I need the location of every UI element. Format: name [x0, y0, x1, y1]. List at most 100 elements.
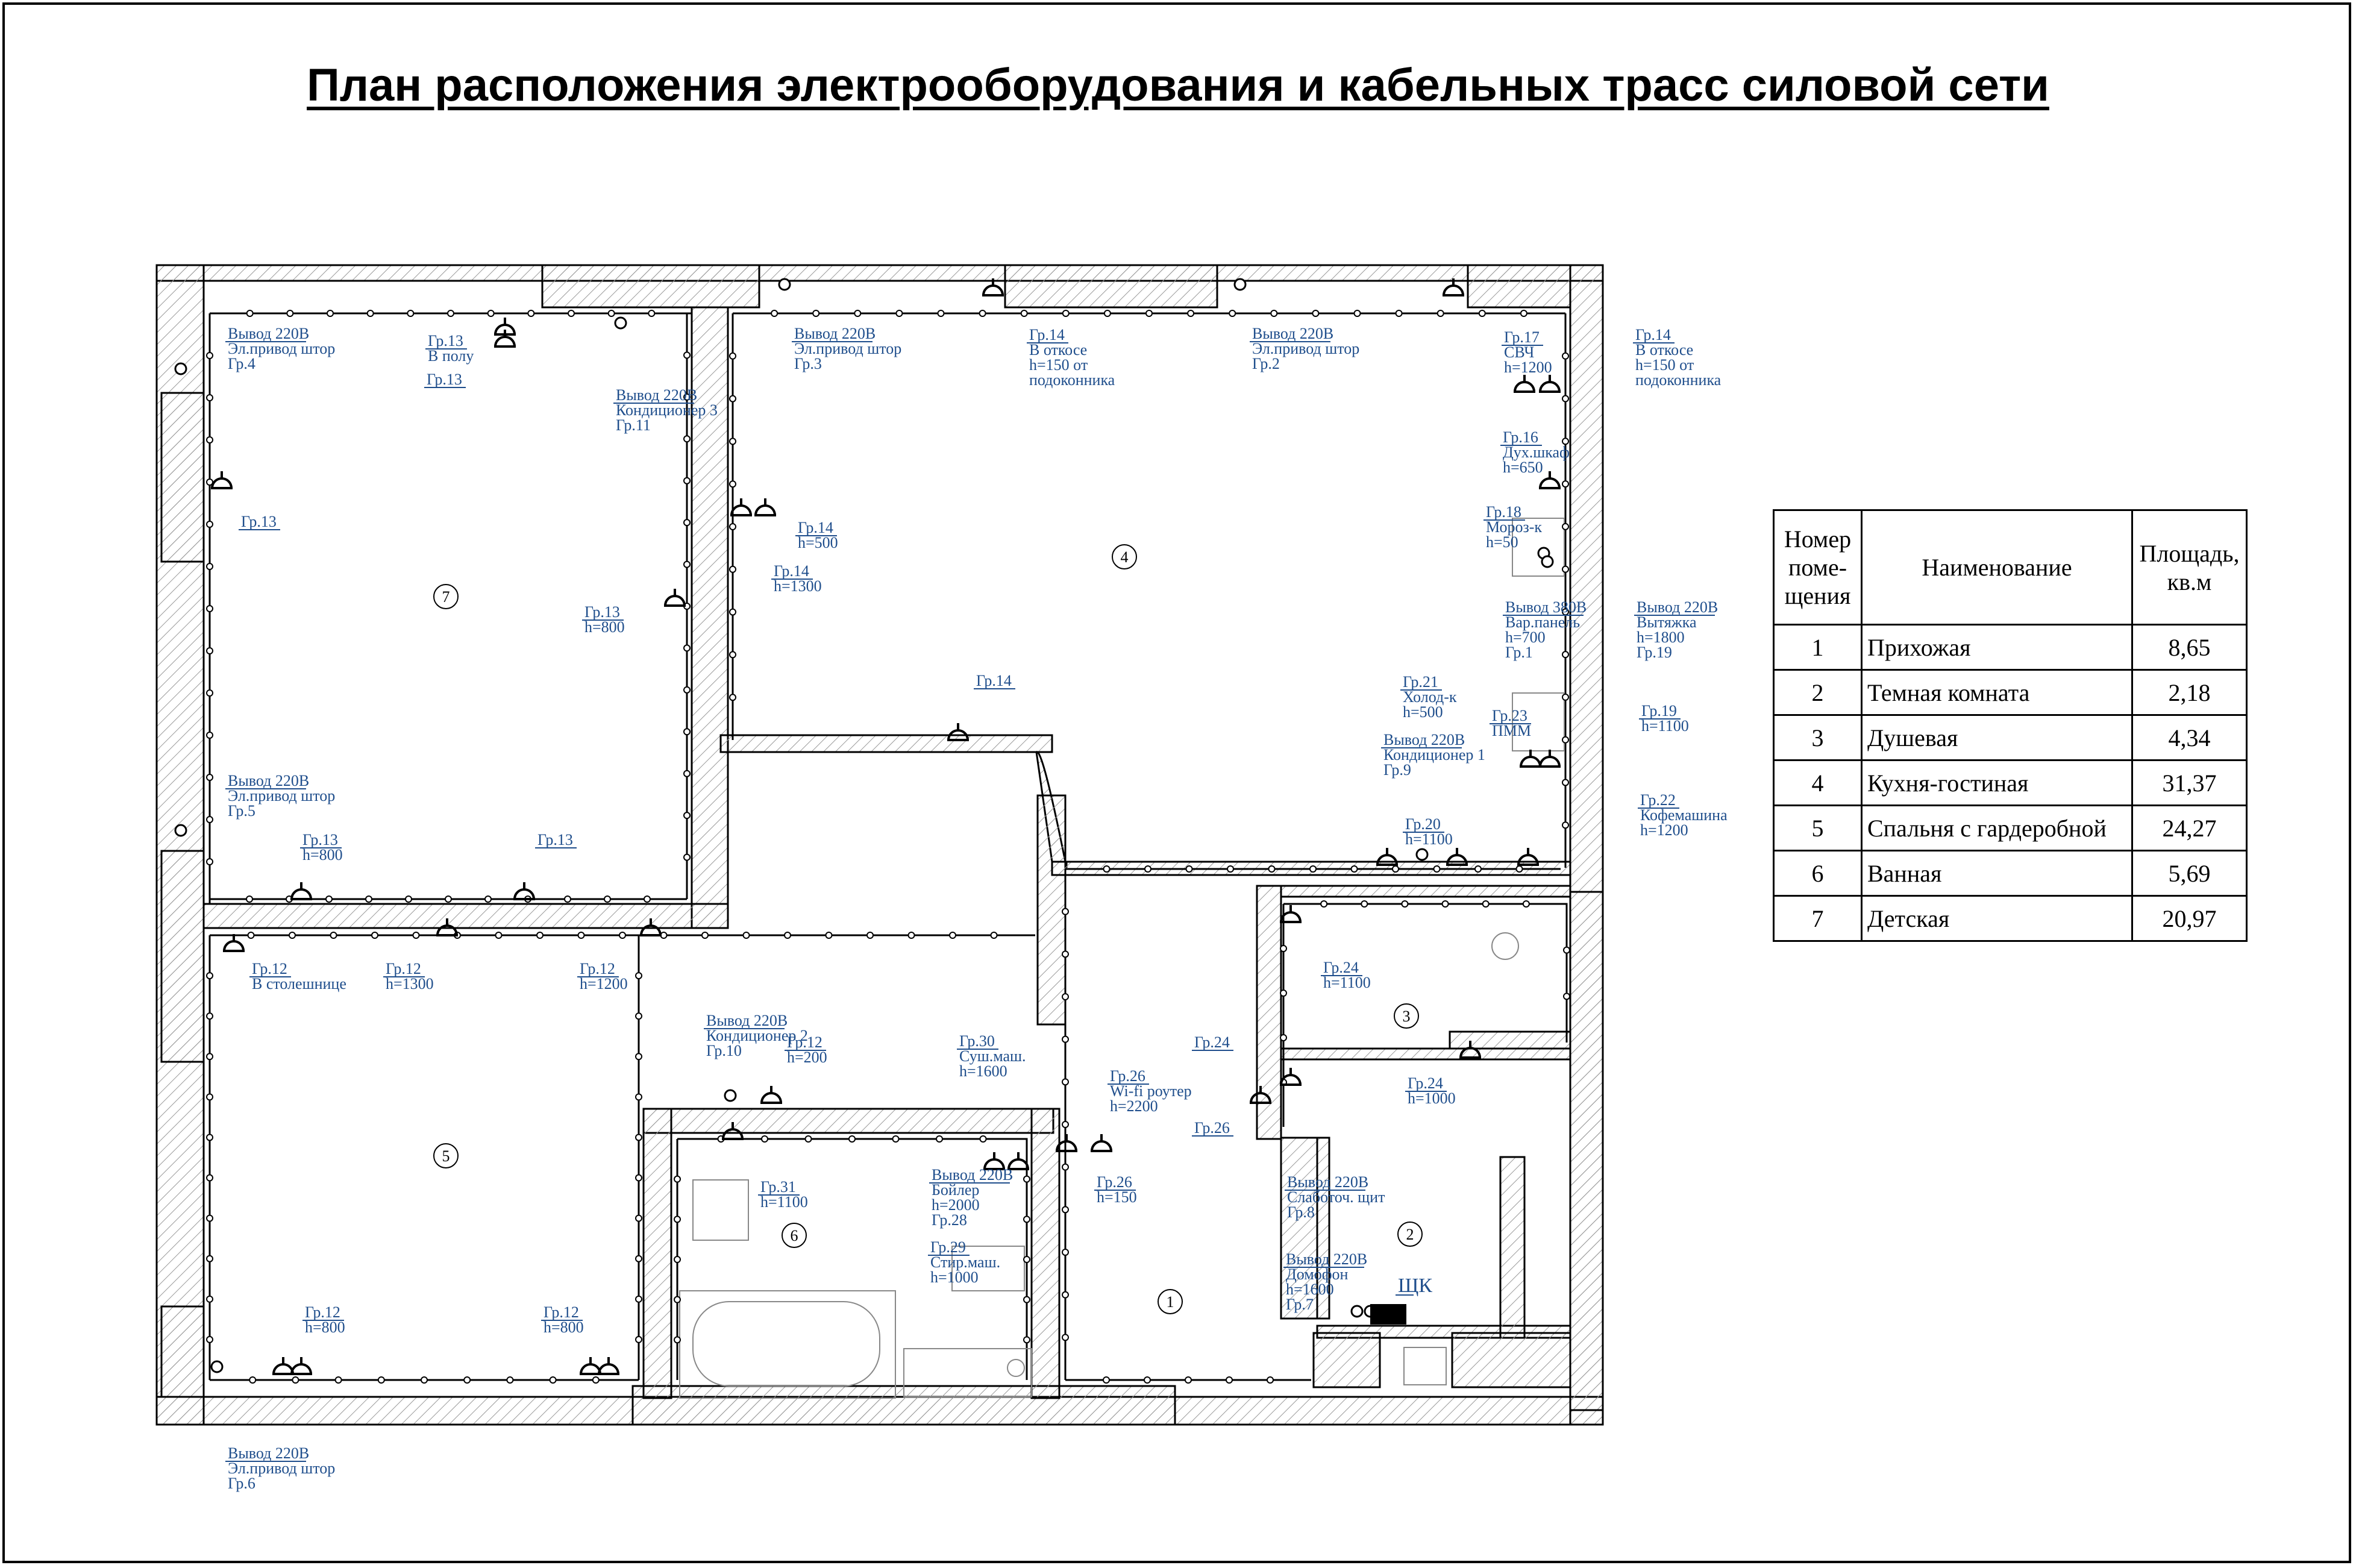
- svg-text:Кофемашина: Кофемашина: [1640, 806, 1728, 824]
- annotation-label: Гр.31h=1100: [758, 1178, 808, 1211]
- svg-text:ЩК: ЩК: [1398, 1275, 1432, 1297]
- cable-dot: [784, 932, 791, 939]
- cable-dot: [495, 932, 503, 939]
- cable-dot: [1320, 900, 1328, 908]
- cable-dot: [635, 1053, 642, 1061]
- svg-text:Стир.маш.: Стир.маш.: [930, 1253, 1000, 1271]
- room-name: Душевая: [1861, 714, 2133, 761]
- cable-dot: [1562, 736, 1569, 744]
- cable-dot: [683, 770, 691, 777]
- svg-text:h=2200: h=2200: [1110, 1097, 1158, 1115]
- room-area: 4,34: [2131, 714, 2248, 761]
- cable-dot: [979, 310, 986, 317]
- cable-dot: [1309, 865, 1317, 873]
- cable-dot: [1312, 310, 1320, 317]
- cable-dot: [1062, 310, 1070, 317]
- socket-icon: [513, 882, 535, 900]
- cable-dot: [761, 1135, 768, 1143]
- cable-dot: [327, 310, 334, 317]
- svg-text:h=800: h=800: [584, 618, 625, 636]
- cable-dot: [1268, 865, 1276, 873]
- cable-dot: [1392, 865, 1399, 873]
- cable-dot: [1441, 900, 1449, 908]
- cable-dot: [365, 895, 372, 903]
- cable-dot: [848, 1135, 856, 1143]
- svg-text:Гр.12: Гр.12: [305, 1303, 340, 1321]
- svg-text:Гр.12: Гр.12: [580, 960, 615, 977]
- svg-text:Гр.8: Гр.8: [1287, 1203, 1315, 1221]
- svg-text:Гр.3: Гр.3: [794, 355, 822, 372]
- socket-icon: [436, 918, 458, 936]
- annotation-label: Гр.13: [239, 513, 280, 530]
- annotation-label: Гр.12h=200: [785, 1033, 827, 1066]
- cable-dot: [536, 932, 544, 939]
- annotation-label: Гр.26: [1192, 1119, 1233, 1137]
- svg-text:Вывод 220В: Вывод 220В: [228, 772, 309, 789]
- cable-dot: [206, 1295, 213, 1303]
- annotation-label: Гр.12h=800: [302, 1303, 345, 1336]
- socket-icon: [947, 723, 969, 741]
- cable-dot: [1144, 1376, 1151, 1384]
- cable-dot: [1226, 1376, 1233, 1384]
- cable-dot: [1062, 1163, 1069, 1171]
- annotation-label: Гр.24h=1100: [1321, 959, 1371, 991]
- svg-text:Вывод 220В: Вывод 220В: [616, 386, 697, 404]
- svg-text:Мороз-к: Мороз-к: [1486, 518, 1542, 536]
- svg-text:Гр.21: Гр.21: [1403, 673, 1438, 691]
- cable-dot: [701, 932, 709, 939]
- terminal-icon: [174, 824, 187, 837]
- cable-dot: [1227, 865, 1234, 873]
- room-marker: 5: [433, 1143, 459, 1168]
- annotation-label: Гр.13: [424, 371, 466, 388]
- cable-dot: [1436, 310, 1444, 317]
- svg-text:Гр.26: Гр.26: [1097, 1173, 1132, 1191]
- cable-dot: [683, 435, 691, 443]
- svg-text:Вар.панель: Вар.панель: [1505, 613, 1580, 631]
- svg-text:h=800: h=800: [302, 846, 343, 864]
- header-room-number: Номер поме-щения: [1773, 509, 1863, 626]
- cable-dot: [289, 932, 296, 939]
- svg-text:Гр.14: Гр.14: [1029, 326, 1065, 343]
- room-number: 1: [1773, 624, 1863, 671]
- svg-text:СВЧ: СВЧ: [1504, 343, 1534, 361]
- svg-text:Гр.22: Гр.22: [1640, 791, 1676, 809]
- cable-dot: [648, 310, 656, 317]
- cable-dot: [729, 523, 736, 530]
- svg-text:h=1600: h=1600: [959, 1062, 1007, 1080]
- cable-dot: [812, 310, 820, 317]
- room-marker: 4: [1112, 544, 1137, 569]
- svg-text:1: 1: [1167, 1293, 1174, 1311]
- svg-text:h=50: h=50: [1486, 533, 1518, 551]
- terminal-icon: [1541, 555, 1554, 568]
- svg-text:h=1000: h=1000: [930, 1269, 979, 1286]
- socket-icon: [1250, 1086, 1271, 1104]
- svg-text:Wi-fi роутер: Wi-fi роутер: [1110, 1082, 1192, 1100]
- socket-icon: [211, 471, 233, 489]
- outer-walls: [155, 264, 1604, 1426]
- cable-dot: [635, 972, 642, 980]
- cable-dot: [1187, 310, 1195, 317]
- svg-text:Гр.18: Гр.18: [1486, 503, 1521, 521]
- terminal-icon: [614, 316, 627, 330]
- room-number: 5: [1773, 804, 1863, 851]
- svg-text:Кондиционер 2: Кондиционер 2: [706, 1027, 808, 1044]
- room-number: 7: [1773, 895, 1863, 942]
- cable-dot: [206, 816, 213, 823]
- socket-icon: [664, 589, 686, 607]
- svg-text:Вывод 220В: Вывод 220В: [1286, 1250, 1367, 1268]
- cable-dot: [206, 605, 213, 612]
- svg-text:7: 7: [442, 588, 450, 606]
- svg-text:В откосе: В откосе: [1029, 341, 1087, 359]
- svg-text:Гр.23: Гр.23: [1492, 707, 1527, 724]
- svg-text:Гр.12: Гр.12: [386, 960, 421, 977]
- terminal-icon: [174, 362, 187, 375]
- svg-text:Вытяжка: Вытяжка: [1637, 613, 1697, 631]
- cable-dot: [1280, 1034, 1287, 1041]
- room-number: 2: [1773, 669, 1863, 716]
